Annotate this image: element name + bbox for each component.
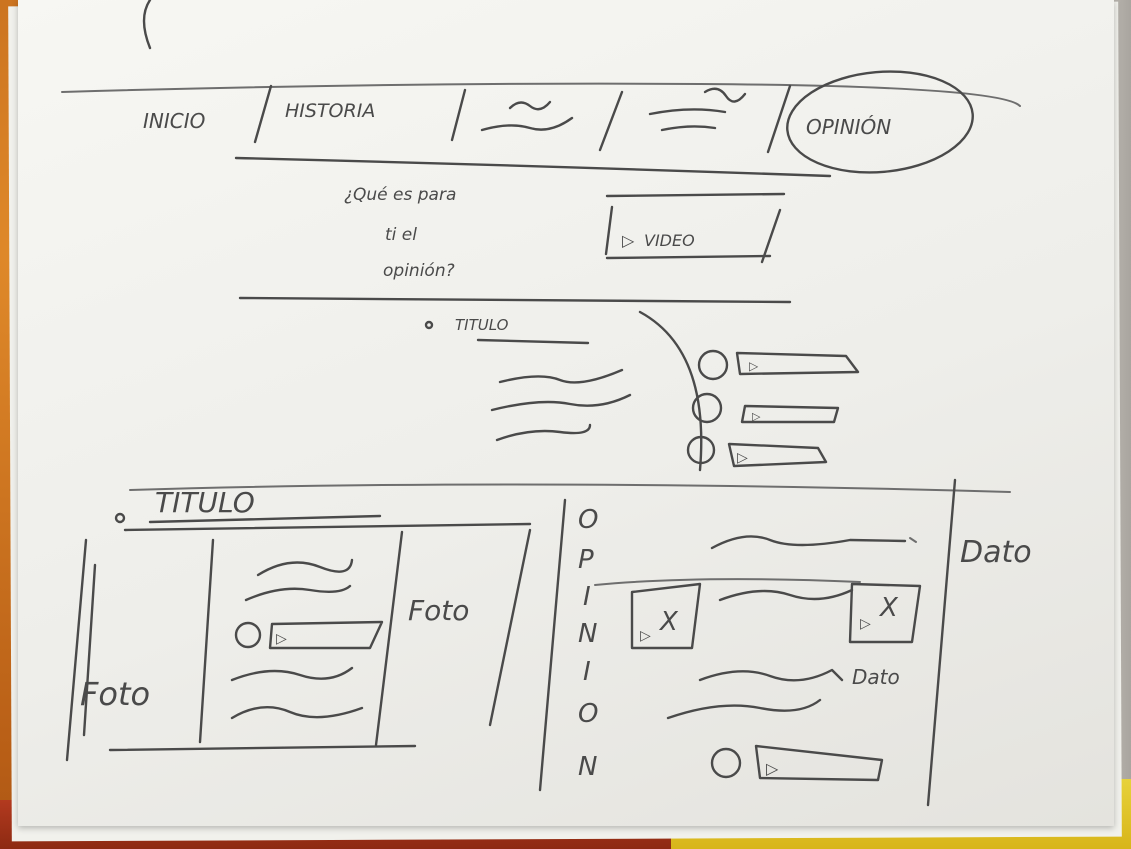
media-thumb[interactable]: ▷ X xyxy=(848,582,922,644)
text-placeholder-line xyxy=(718,588,854,602)
hero-question-line3: opinión? xyxy=(383,261,455,281)
play-icon: ▷ xyxy=(622,231,635,250)
text-placeholder-line xyxy=(490,393,632,412)
section1: TITULO ▷ ▷ ▷ xyxy=(424,310,860,472)
video-bar xyxy=(740,404,840,424)
text-placeholder-line xyxy=(498,368,624,384)
nav-item-opinion-active[interactable]: OPINIÓN xyxy=(783,64,977,180)
play-icon: ▷ xyxy=(640,628,651,644)
text-placeholder-line xyxy=(495,423,592,442)
nav-divider xyxy=(253,84,273,144)
top-bracket-stroke xyxy=(142,0,152,50)
photo-carousel: Foto Foto ▷ xyxy=(65,522,532,762)
dato-label-mid: Dato xyxy=(852,665,900,689)
video-row[interactable]: ▷ xyxy=(691,392,840,424)
media-thumb[interactable]: ▷ X xyxy=(630,582,702,650)
text-placeholder-line xyxy=(710,535,907,550)
x-icon: X xyxy=(878,593,899,623)
panel-left-edge xyxy=(538,498,567,792)
circle-icon xyxy=(697,349,729,381)
vertical-letter: N xyxy=(578,752,597,782)
dot-mark xyxy=(909,537,917,543)
text-placeholder-line xyxy=(230,666,354,682)
play-icon: ▷ xyxy=(766,759,779,778)
circle-icon xyxy=(686,435,716,465)
card-left-edge xyxy=(198,538,215,744)
nav-item-placeholder[interactable] xyxy=(480,100,574,132)
play-icon: ▷ xyxy=(737,450,748,466)
video-bar xyxy=(727,442,828,468)
section-divider xyxy=(129,483,1011,493)
timeline-arc xyxy=(638,310,703,472)
nav-item-placeholder[interactable] xyxy=(648,87,747,132)
text-placeholder-line xyxy=(230,706,364,720)
video-row[interactable]: ▷ xyxy=(234,620,384,650)
nav-item-historia[interactable]: HISTORIA xyxy=(285,100,375,122)
text-placeholder-line xyxy=(666,698,822,720)
play-icon: ▷ xyxy=(860,616,871,632)
play-icon: ▷ xyxy=(749,359,759,373)
opinion-panel: O P I N I O N Dato ▷ X ▷ X Dato ▷ xyxy=(538,478,1032,807)
vertical-letter: P xyxy=(578,545,594,575)
hero-question-line2: ti el xyxy=(385,225,417,245)
video-row[interactable]: ▷ xyxy=(686,435,828,468)
text-placeholder-line xyxy=(256,558,354,577)
vertical-letter: I xyxy=(583,657,591,687)
vertical-letter: O xyxy=(578,505,598,535)
dato-label-top: Dato xyxy=(960,535,1032,570)
video-bar xyxy=(268,620,384,650)
nav-bottom-line xyxy=(234,156,832,178)
nav-divider xyxy=(450,88,467,142)
card-right-edge xyxy=(374,530,404,747)
bullet-icon xyxy=(114,512,126,524)
carousel-top-line xyxy=(123,522,532,532)
carousel-bottom-line xyxy=(108,744,417,752)
title-underline xyxy=(476,338,590,345)
paper-sheet xyxy=(18,0,1114,826)
play-icon: ▷ xyxy=(276,631,287,647)
vertical-letter: N xyxy=(578,619,597,649)
play-icon: ▷ xyxy=(752,410,761,423)
x-icon: X xyxy=(658,607,679,637)
text-placeholder-line xyxy=(698,668,844,682)
vertical-letter: O xyxy=(578,699,598,729)
video-button[interactable]: ▷ VIDEO xyxy=(604,192,786,264)
vertical-letter: I xyxy=(583,582,591,612)
circle-icon xyxy=(691,392,723,424)
nav-divider xyxy=(598,90,624,152)
bullet-icon xyxy=(424,320,434,330)
section-divider xyxy=(238,296,792,304)
carousel-left-edge xyxy=(82,563,97,737)
carousel-right-edge xyxy=(488,528,532,727)
video-button-label: VIDEO xyxy=(644,231,695,250)
hero-question: ¿Qué es para ti el opinión? xyxy=(344,185,456,281)
photo-left-label: Foto xyxy=(80,675,150,713)
title-underline xyxy=(148,514,382,524)
video-row[interactable]: ▷ xyxy=(697,349,860,381)
carousel-left-edge xyxy=(65,538,88,762)
video-row[interactable]: ▷ xyxy=(710,744,884,782)
nav-top-line xyxy=(61,82,1021,107)
video-bar xyxy=(754,744,884,782)
nav-item-opinion-label: OPINIÓN xyxy=(806,115,891,139)
nav-item-inicio[interactable]: INICIO xyxy=(143,109,205,133)
circle-icon xyxy=(710,747,742,779)
row-line xyxy=(594,578,861,586)
panel-right-edge xyxy=(926,478,957,807)
nav-bar: INICIO HISTORIA OPINIÓN xyxy=(61,64,1021,180)
section2-title: TITULO xyxy=(155,486,255,519)
photo-right-label: Foto xyxy=(408,594,469,627)
section1-title: TITULO xyxy=(455,316,509,334)
circle-icon xyxy=(234,621,262,649)
video-bar xyxy=(735,351,860,376)
nav-divider xyxy=(766,84,792,154)
text-placeholder-line xyxy=(244,584,352,602)
hero-question-line1: ¿Qué es para xyxy=(344,185,456,205)
